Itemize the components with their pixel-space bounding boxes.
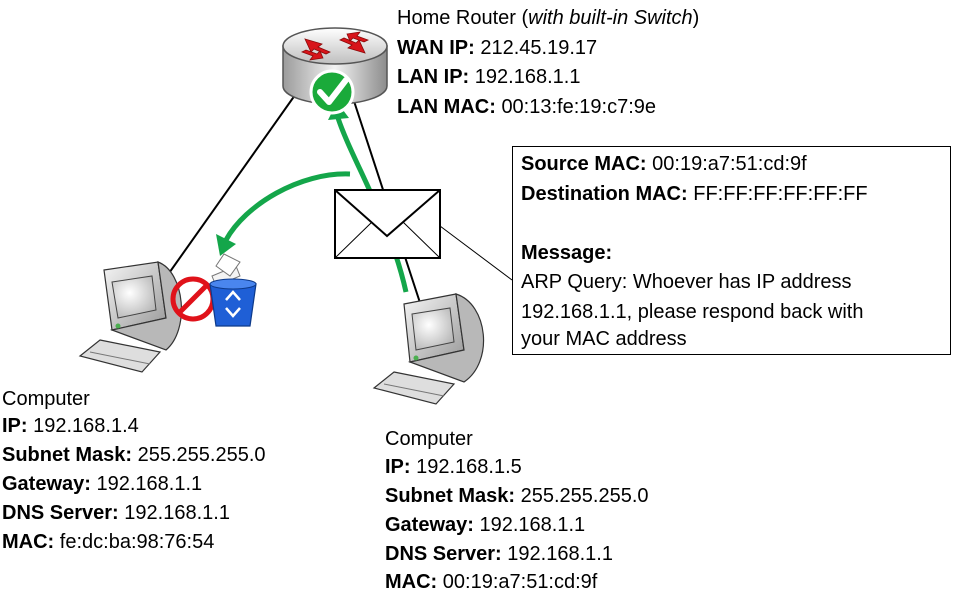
router-lan-mac-value: 00:13:fe:19:c7:9e [501,95,657,118]
callout-pointer [439,225,513,281]
mac-value: fe:dc:ba:98:76:54 [59,531,215,553]
subnet-mask-value: 255.255.255.0 [137,444,266,466]
router-lan-mac-label: LAN MAC: [397,95,496,118]
mac-value: 00:19:a7:51:cd:9f [442,571,598,593]
router-lan-ip-label: LAN IP: [397,66,470,88]
link-router-left [149,87,301,301]
subnet-mask-value: 255.255.255.0 [520,485,649,507]
computer-icon [372,293,485,405]
left-computer-ip: IP: 192.168.1.4 [2,412,139,442]
left-computer-mask: Subnet Mask: 255.255.255.0 [2,441,266,471]
left-computer-dns: DNS Server: 192.168.1.1 [2,499,230,529]
ip-value: 192.168.1.5 [416,456,522,478]
destination-mac-value: FF:FF:FF:FF:FF:FF [693,182,868,205]
subnet-mask-label: Subnet Mask: [385,485,516,507]
mac-label: MAC: [385,571,438,593]
ip-label: IP: [2,415,28,437]
message-line: your MAC address [521,328,687,350]
gateway-value: 192.168.1.1 [96,473,203,495]
right-computer-dns: DNS Server: 192.168.1.1 [385,540,613,570]
router-title: Home Router (with built-in Switch) [397,4,699,34]
router-wan-label: WAN IP: [397,36,475,59]
ip-value: 192.168.1.4 [33,415,139,437]
message-label: Message: [521,241,613,264]
arrow-to-left-computer-head [216,234,236,256]
gateway-label: Gateway: [385,514,474,536]
ip-label: IP: [385,456,411,478]
destination-mac: Destination MAC: FF:FF:FF:FF:FF:FF [521,180,868,210]
router-lan-ip-value: 192.168.1.1 [474,66,581,88]
router-wan-value: 212.45.19.17 [480,36,598,59]
source-mac-label: Source MAC: [521,153,647,175]
message-line: ARP Query: Whoever has IP address [521,271,852,293]
right-computer-gateway: Gateway: 192.168.1.1 [385,511,585,541]
source-mac-value: 00:19:a7:51:cd:9f [652,153,807,175]
gateway-label: Gateway: [2,473,91,495]
source-mac: Source MAC: 00:19:a7:51:cd:9f [521,150,807,180]
dns-value: 192.168.1.1 [124,502,230,524]
router-icon [282,27,388,105]
mac-label: MAC: [2,531,55,553]
checkmark-icon [309,69,355,115]
right-computer-mac: MAC: 00:19:a7:51:cd:9f [385,568,597,598]
right-computer-title: Computer [385,428,473,450]
router-title-prefix: Home Router ( [397,7,529,29]
dns-label: DNS Server: [385,543,502,565]
left-computer-gateway: Gateway: 192.168.1.1 [2,470,202,500]
envelope-icon [334,189,441,259]
gateway-value: 192.168.1.1 [479,514,586,536]
router-title-suffix: ) [692,7,700,29]
destination-mac-label: Destination MAC: [521,182,688,205]
router-wan-ip: WAN IP: 212.45.19.17 [397,34,597,64]
router-lan-ip: LAN IP: 192.168.1.1 [397,63,580,93]
computer-icon [78,261,183,373]
message-line: 192.168.1.1, please respond back with [521,300,864,323]
right-computer-mask: Subnet Mask: 255.255.255.0 [385,482,649,512]
arrow-to-left-computer [223,171,351,242]
router-lan-mac: LAN MAC: 00:13:fe:19:c7:9e [397,93,656,123]
subnet-mask-label: Subnet Mask: [2,444,133,466]
dns-label: DNS Server: [2,502,119,524]
left-computer-mac: MAC: fe:dc:ba:98:76:54 [2,528,214,558]
dns-value: 192.168.1.1 [507,543,613,565]
left-computer-title: Computer [2,388,90,410]
packet-callout: Source MAC: 00:19:a7:51:cd:9f Destinatio… [512,146,951,355]
right-computer-ip: IP: 192.168.1.5 [385,453,522,483]
recycle-bin-icon [209,253,257,327]
router-title-italic: with built-in Switch [528,7,693,29]
